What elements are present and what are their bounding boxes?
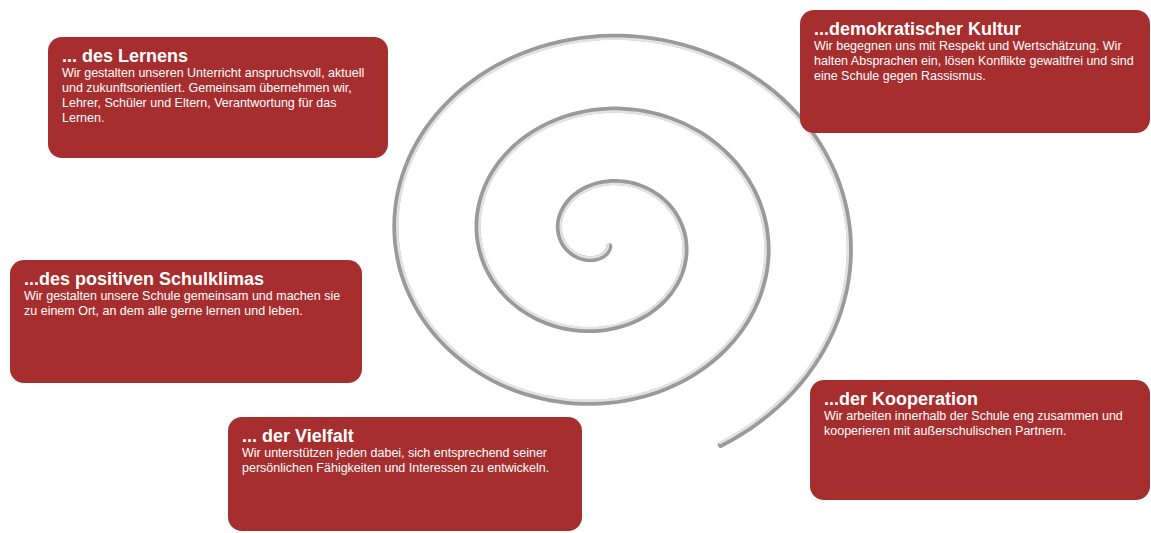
spiral-ribbon <box>395 37 850 445</box>
box-heading: ...des positiven Schulklimas <box>24 269 348 289</box>
box-description: Wir gestalten unsere Schule gemeinsam un… <box>24 289 348 319</box>
box-description: Wir gestalten unseren Unterricht anspruc… <box>62 66 374 126</box>
democracy-box: ...demokratischer KulturWir begegnen uns… <box>800 10 1150 133</box>
box-description: Wir begegnen uns mit Respekt und Wertsch… <box>814 39 1136 84</box>
box-description: Wir unterstützen jeden dabei, sich entsp… <box>242 446 568 476</box>
box-heading: ... des Lernens <box>62 46 374 66</box>
spiral-highlight <box>397 39 848 443</box>
box-heading: ... der Vielfalt <box>242 426 568 446</box>
box-heading: ...der Kooperation <box>824 389 1136 409</box>
box-heading: ...demokratischer Kultur <box>814 19 1136 39</box>
school-climate-box: ...des positiven SchulklimasWir gestalte… <box>10 260 362 383</box>
box-description: Wir arbeiten innerhalb der Schule eng zu… <box>824 409 1136 439</box>
cooperation-box: ...der KooperationWir arbeiten innerhalb… <box>810 380 1150 500</box>
learning-box: ... des LernensWir gestalten unseren Unt… <box>48 37 388 158</box>
diversity-box: ... der VielfaltWir unterstützen jeden d… <box>228 417 582 531</box>
